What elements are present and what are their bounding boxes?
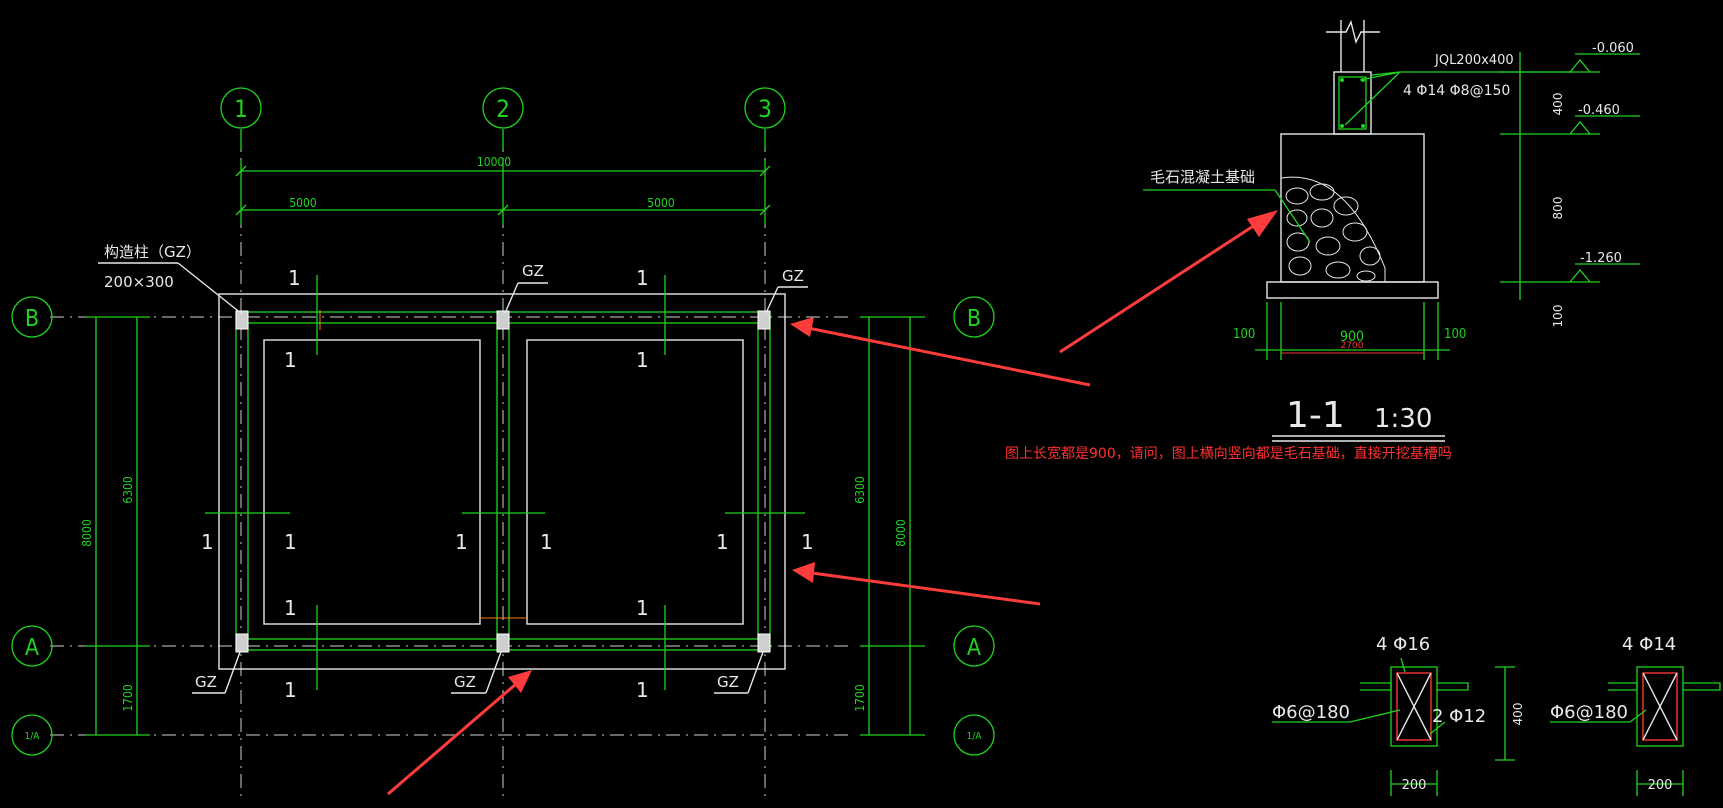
axis-bubble-1a-left: 1/A [11,714,53,756]
axis-bubble-2: 2 [482,87,524,150]
svg-text:1: 1 [455,530,468,554]
svg-text:Φ6@180: Φ6@180 [1550,702,1628,723]
svg-text:1/A: 1/A [25,731,41,742]
svg-text:1:30: 1:30 [1374,404,1432,434]
svg-text:2 Φ12: 2 Φ12 [1432,706,1486,727]
svg-text:1: 1 [284,530,297,554]
svg-text:400: 400 [1511,703,1525,726]
svg-text:-0.060: -0.060 [1592,41,1634,56]
red-arrows [387,210,1278,796]
arrow-head-icon [790,317,814,337]
svg-text:4 Φ16: 4 Φ16 [1376,634,1430,655]
svg-text:3: 3 [758,95,772,123]
axis-bubble-a-right: A [953,625,995,667]
svg-text:6300: 6300 [121,476,135,504]
svg-text:构造柱（GZ）: 构造柱（GZ） [104,243,201,261]
svg-text:1: 1 [284,678,297,702]
left-dimensions: 8000 6300 1700 [80,316,150,736]
svg-text:1: 1 [801,530,814,554]
axis-bubble-b-left: B [11,296,53,338]
section-1-1-detail: JQL200x400 4 Φ14 Φ8@150 毛石混凝土基础 100 900 … [1143,19,1640,442]
svg-text:B: B [967,306,981,332]
gz-columns [235,310,771,653]
svg-text:1: 1 [284,348,297,372]
svg-text:5000: 5000 [289,196,317,210]
svg-text:100: 100 [1444,327,1466,342]
right-dimensions: 6300 8000 1700 [853,316,925,736]
section-cut-marks: 1 1 1 1 1 1 1 1 1 1 1 1 1 1 [201,266,814,702]
rubble-stone-pattern [1280,176,1386,283]
svg-text:5000: 5000 [647,196,675,210]
svg-text:1: 1 [716,530,729,554]
gz-detail-1: 4 Φ16 Φ6@180 2 Φ12 400 200 [1272,634,1525,796]
top-dimensions: 10000 5000 5000 [235,155,771,225]
axis-bubble-b-right: B [953,296,995,338]
axis-grid [50,130,850,800]
foundation-outline [218,293,786,670]
svg-text:1: 1 [636,678,649,702]
svg-text:GZ: GZ [454,673,476,691]
svg-text:1: 1 [636,348,649,372]
axis-bubble-3: 3 [744,87,786,150]
svg-text:A: A [25,635,39,661]
svg-text:1/A: 1/A [967,731,983,742]
svg-text:GZ: GZ [195,673,217,691]
svg-text:200×300: 200×300 [104,273,174,291]
svg-text:900: 900 [1340,329,1364,345]
svg-text:1: 1 [636,596,649,620]
svg-text:1: 1 [201,530,214,554]
svg-text:1: 1 [540,530,553,554]
svg-text:100: 100 [1233,327,1255,342]
svg-text:1: 1 [234,95,248,123]
svg-text:200: 200 [1648,778,1673,793]
gz-labels: 构造柱（GZ） 200×300 GZ GZ GZ GZ GZ [98,243,808,694]
svg-text:100: 100 [1551,305,1565,328]
gz-detail-2: 4 Φ14 Φ6@180 200 [1550,634,1721,796]
svg-text:1-1: 1-1 [1286,395,1345,436]
svg-text:-0.460: -0.460 [1578,103,1620,118]
svg-text:4 Φ14 Φ8@150: 4 Φ14 Φ8@150 [1403,83,1510,99]
svg-text:8000: 8000 [894,519,908,547]
svg-text:1700: 1700 [853,684,867,712]
svg-text:200: 200 [1402,778,1427,793]
axis-bubble-1a-right: 1/A [953,714,995,756]
svg-text:2: 2 [496,95,510,123]
svg-text:800: 800 [1551,197,1565,220]
svg-text:6300: 6300 [853,476,867,504]
axis-bubble-a-left: A [11,625,53,667]
svg-text:A: A [967,635,981,661]
svg-text:1: 1 [284,596,297,620]
svg-text:JQL200x400: JQL200x400 [1434,53,1514,68]
arrow-head-icon [792,562,815,583]
svg-text:Φ6@180: Φ6@180 [1272,702,1350,723]
axis-bubble-1: 1 [220,87,262,150]
svg-text:-1.260: -1.260 [1580,251,1622,266]
svg-text:1: 1 [636,266,649,290]
svg-text:2700: 2700 [1341,341,1364,351]
arrow-head-icon [508,670,532,693]
svg-text:毛石混凝土基础: 毛石混凝土基础 [1150,168,1255,186]
svg-text:B: B [25,306,39,332]
svg-text:400: 400 [1551,93,1565,116]
svg-text:GZ: GZ [717,673,739,691]
svg-text:1: 1 [288,266,301,290]
svg-text:GZ: GZ [522,262,544,280]
svg-text:4 Φ14: 4 Φ14 [1622,634,1676,655]
svg-text:1700: 1700 [121,684,135,712]
svg-text:10000: 10000 [477,155,511,169]
question-annotation: 图上长宽都是900，请问，图上横向竖向都是毛石基础，直接开挖基槽吗 [1005,445,1452,462]
svg-text:GZ: GZ [782,267,804,285]
arrow-head-icon [1247,210,1278,237]
svg-text:8000: 8000 [80,519,94,547]
